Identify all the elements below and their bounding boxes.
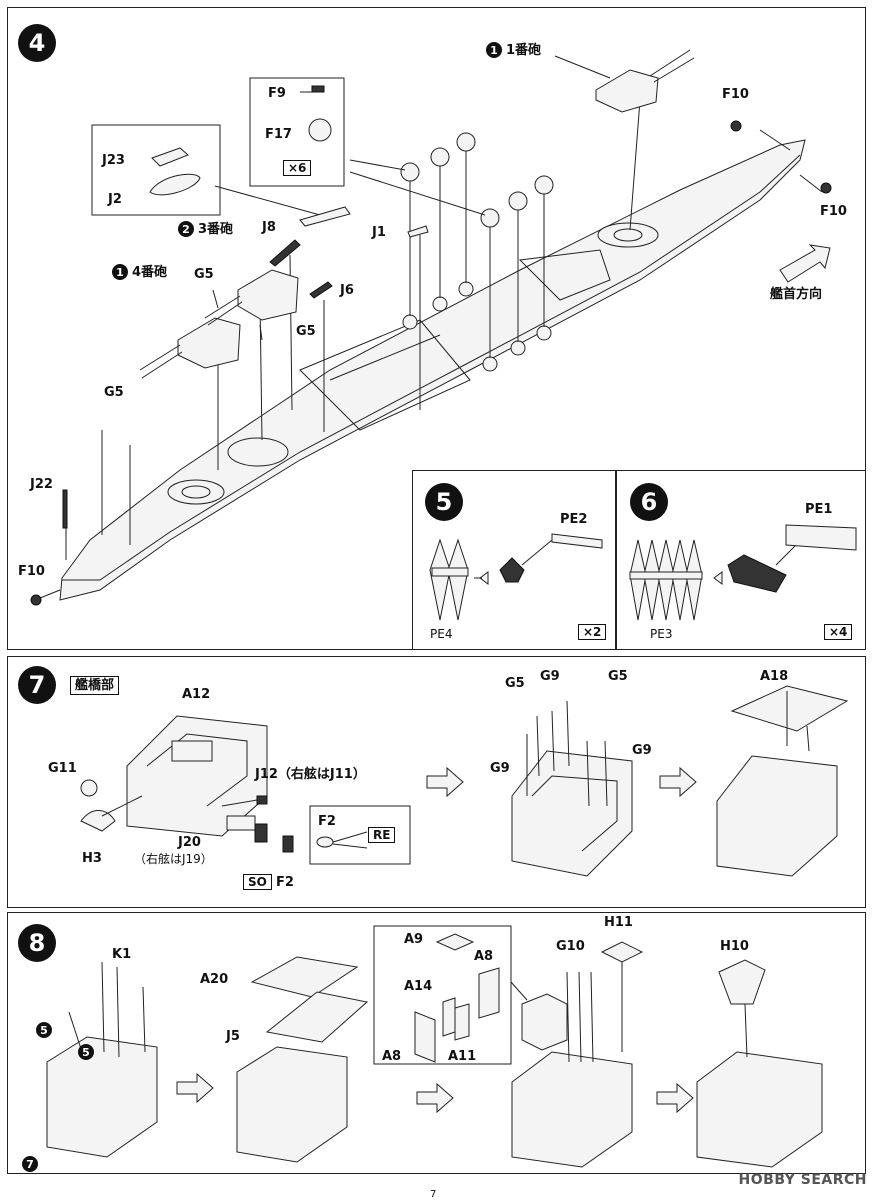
part-label-j6: J6 [340, 283, 354, 298]
step-7-number: 7 [18, 666, 56, 704]
hobby-search-watermark: HOBBY SEARCH [738, 1172, 867, 1188]
quantity-x6-tag: ×6 [283, 160, 312, 176]
part-label-pe1: PE1 [805, 502, 833, 517]
part-label-j2: J2 [108, 192, 122, 207]
turret-1-ref-badge: 1 [486, 42, 502, 58]
part-label-f2: F2 [276, 875, 294, 890]
part-label-g5-right: G5 [608, 669, 628, 684]
quantity-x2-tag: ×2 [578, 624, 607, 640]
part-label-a18: A18 [760, 669, 789, 684]
ref-step-7-badge: 7 [22, 1156, 38, 1172]
part-label-pe2: PE2 [560, 512, 588, 527]
part-label-h11: H11 [604, 915, 633, 930]
part-label-j5: J5 [226, 1029, 240, 1044]
part-label-a8-bottom: A8 [382, 1049, 402, 1064]
part-label-j23: J23 [102, 153, 125, 168]
part-label-a12: A12 [182, 687, 211, 702]
part-label-g5-turret: G5 [194, 267, 214, 282]
part-label-f17: F17 [265, 127, 292, 142]
so-tag: SO [243, 874, 272, 890]
part-label-j1: J1 [372, 225, 386, 240]
part-label-g10: G10 [556, 939, 585, 954]
step-8-number: 8 [18, 924, 56, 962]
part-label-a20: A20 [200, 972, 229, 987]
page-number: 7 [430, 1189, 437, 1200]
part-label-j20: J20 [178, 835, 201, 850]
turret-1-label: 1番砲 [506, 43, 542, 58]
turret-3-label: 3番砲 [198, 222, 234, 237]
part-label-f10-bow: F10 [820, 204, 847, 219]
re-tag: RE [368, 827, 396, 843]
step-8-drawing [46, 925, 823, 1168]
step-4-number: 4 [18, 24, 56, 62]
ref-step-5-badge-b: 5 [78, 1044, 94, 1060]
ref-step-5-badge-a: 5 [36, 1022, 52, 1038]
part-label-g11: G11 [48, 761, 77, 776]
part-label-pe4: PE4 [430, 627, 453, 641]
part-label-a8-top: A8 [474, 949, 494, 964]
part-label-j22: J22 [30, 477, 53, 492]
step-7-header-bridge: 艦橋部 [70, 676, 120, 695]
part-label-h3: H3 [82, 851, 102, 866]
part-label-g5-mid: G5 [296, 324, 316, 339]
bow-direction-label: 艦首方向 [770, 287, 823, 302]
part-label-f2-box: F2 [318, 814, 336, 829]
part-label-a9: A9 [404, 932, 424, 947]
part-label-g9-left: G9 [490, 761, 510, 776]
step-6-drawing [629, 524, 857, 621]
part-label-a14: A14 [404, 979, 433, 994]
turret-4-ref-badge: 1 [112, 264, 128, 280]
part-label-pe3: PE3 [650, 627, 673, 641]
part-label-g9-top: G9 [540, 669, 560, 684]
part-label-j20-note: （右舷はJ19） [134, 852, 213, 866]
part-label-g5-left: G5 [505, 676, 525, 691]
part-label-k1: K1 [112, 947, 132, 962]
turret-3-ref-badge: 2 [178, 221, 194, 237]
step-7-drawing [80, 685, 849, 877]
quantity-x4-tag: ×4 [824, 624, 853, 640]
part-label-h10: H10 [720, 939, 749, 954]
battleship-hull-drawing [30, 49, 832, 606]
part-label-f9: F9 [268, 86, 286, 101]
step-5-number: 5 [425, 483, 463, 521]
part-label-g5-stern: G5 [104, 385, 124, 400]
step-5-drawing [429, 533, 603, 621]
step-6-number: 6 [630, 483, 668, 521]
part-label-f10-stern: F10 [18, 564, 45, 579]
part-label-j12: J12（右舷はJ11） [255, 767, 366, 782]
turret-4-label: 4番砲 [132, 265, 168, 280]
part-label-a11: A11 [448, 1049, 477, 1064]
part-label-f10-bow-top: F10 [722, 87, 749, 102]
part-label-j8: J8 [262, 220, 276, 235]
part-label-g9-right: G9 [632, 743, 652, 758]
